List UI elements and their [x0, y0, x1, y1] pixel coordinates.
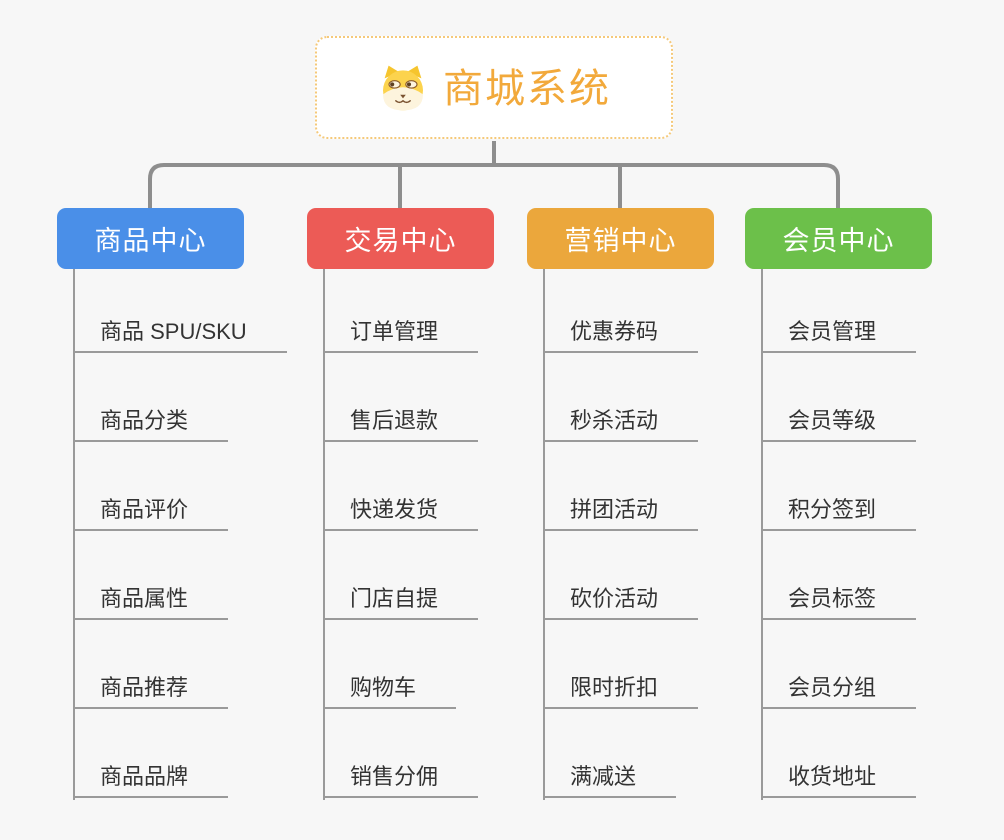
list-item[interactable]: 限时折扣: [543, 663, 699, 709]
leaf-label: 订单管理: [350, 319, 439, 344]
branch-label: 交易中心: [344, 226, 457, 256]
leaf-label: 购物车: [350, 675, 417, 700]
root-node[interactable]: 商城系统: [315, 36, 673, 139]
branch-label: 商品中心: [94, 226, 207, 256]
column-connector-line: [761, 269, 763, 800]
list-item[interactable]: 商品属性: [73, 574, 229, 620]
leaf-label: 商品推荐: [100, 675, 189, 700]
leaf-label: 收货地址: [788, 764, 877, 789]
leaf-label: 商品评价: [100, 497, 189, 522]
leaf-label: 商品品牌: [100, 764, 189, 789]
list-item[interactable]: 商品品牌: [73, 752, 229, 798]
leaf-label: 快递发货: [350, 497, 439, 522]
list-item[interactable]: 销售分佣: [323, 752, 479, 798]
list-item[interactable]: 积分签到: [761, 485, 917, 531]
leaf-label: 积分签到: [788, 497, 877, 522]
leaf-label: 门店自提: [350, 586, 439, 611]
leaf-label: 商品属性: [100, 586, 189, 611]
leaf-label: 砍价活动: [570, 586, 659, 611]
branch-header-trade[interactable]: 交易中心: [307, 208, 494, 269]
column-connector-line: [73, 269, 75, 800]
list-item[interactable]: 商品评价: [73, 485, 229, 531]
list-item[interactable]: 购物车: [323, 663, 457, 709]
column-connector-line: [323, 269, 325, 800]
list-item[interactable]: 砍价活动: [543, 574, 699, 620]
list-item[interactable]: 快递发货: [323, 485, 479, 531]
branch-header-product[interactable]: 商品中心: [57, 208, 244, 269]
list-item[interactable]: 秒杀活动: [543, 396, 699, 442]
list-item[interactable]: 商品分类: [73, 396, 229, 442]
list-item[interactable]: 商品 SPU/SKU: [73, 307, 287, 353]
root-title: 商城系统: [443, 66, 611, 111]
list-item[interactable]: 收货地址: [761, 752, 917, 798]
leaf-label: 会员分组: [788, 675, 877, 700]
leaf-label: 会员标签: [788, 586, 877, 611]
branch-label: 会员中心: [782, 226, 895, 256]
leaf-label: 限时折扣: [570, 675, 659, 700]
branch-header-member[interactable]: 会员中心: [745, 208, 932, 269]
list-item[interactable]: 会员管理: [761, 307, 917, 353]
list-item[interactable]: 优惠券码: [543, 307, 699, 353]
list-item[interactable]: 商品推荐: [73, 663, 229, 709]
dog-face-icon: [383, 65, 423, 110]
leaf-label: 商品分类: [100, 408, 189, 433]
bus-connector: [148, 163, 840, 208]
column-connector-line: [543, 269, 545, 800]
list-item[interactable]: 满减送: [543, 752, 677, 798]
leaf-label: 拼团活动: [570, 497, 659, 522]
leaf-label: 优惠券码: [570, 319, 659, 344]
leaf-label: 商品 SPU/SKU: [100, 319, 247, 344]
leaf-label: 销售分佣: [350, 764, 439, 789]
list-item[interactable]: 售后退款: [323, 396, 479, 442]
list-item[interactable]: 会员等级: [761, 396, 917, 442]
list-item[interactable]: 订单管理: [323, 307, 479, 353]
list-item[interactable]: 会员分组: [761, 663, 917, 709]
leaf-label: 会员管理: [788, 319, 877, 344]
branch-label: 营销中心: [564, 226, 677, 256]
list-item[interactable]: 会员标签: [761, 574, 917, 620]
list-item[interactable]: 门店自提: [323, 574, 479, 620]
leaf-label: 秒杀活动: [570, 408, 659, 433]
list-item[interactable]: 拼团活动: [543, 485, 699, 531]
leaf-label: 会员等级: [788, 408, 877, 433]
branch-header-marketing[interactable]: 营销中心: [527, 208, 714, 269]
leaf-label: 售后退款: [350, 408, 439, 433]
leaf-label: 满减送: [570, 764, 637, 789]
